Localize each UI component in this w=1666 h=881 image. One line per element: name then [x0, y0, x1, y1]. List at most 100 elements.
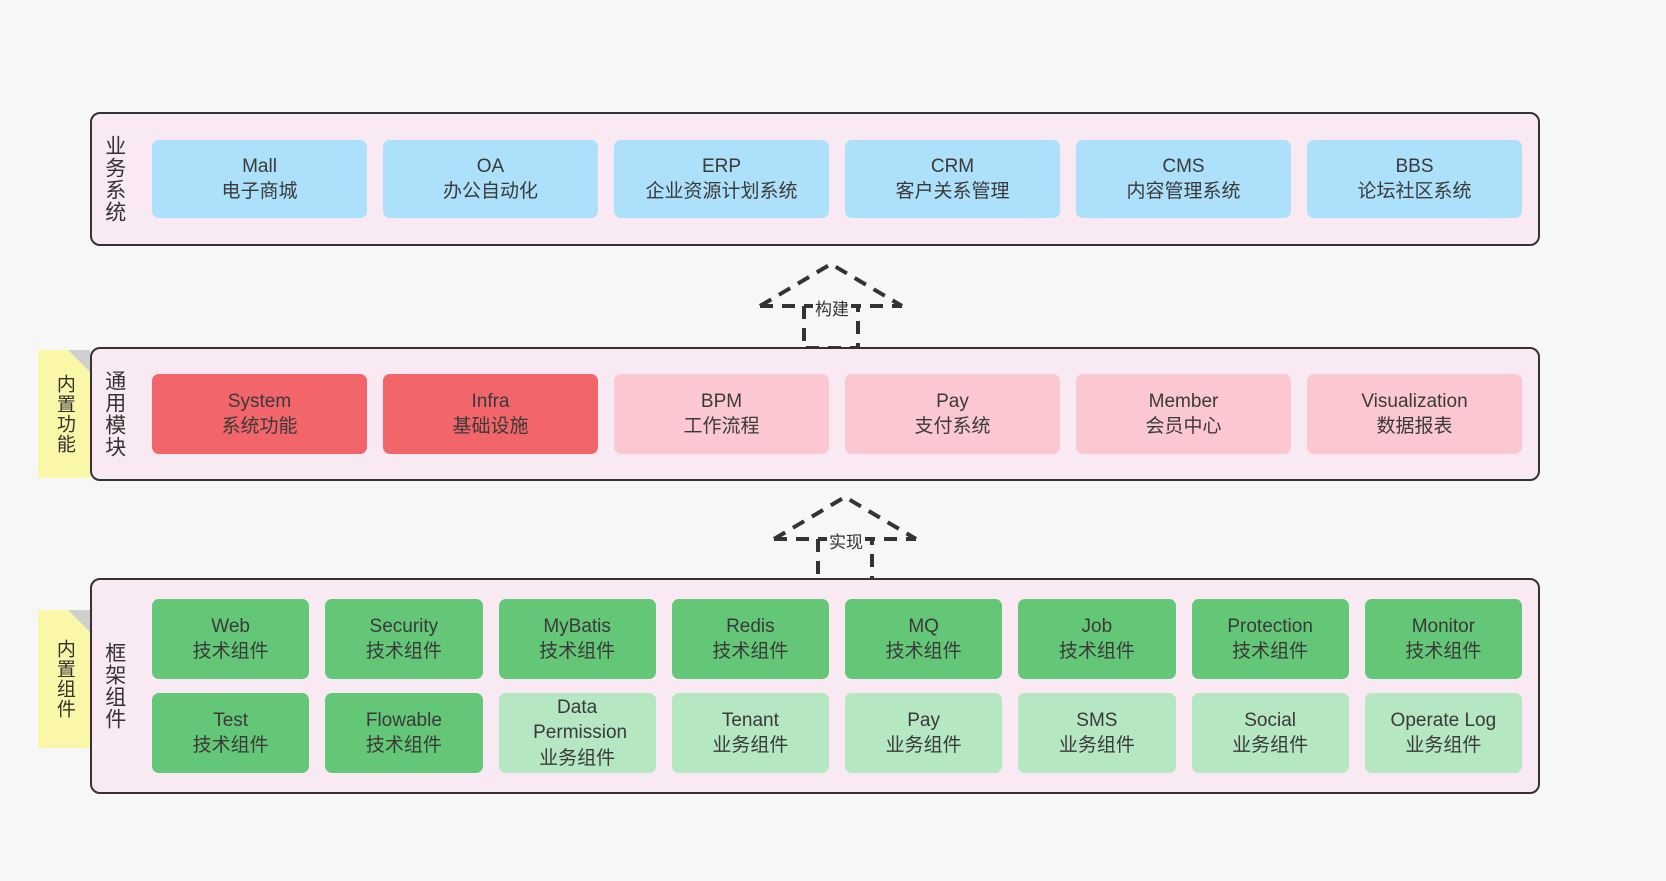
card-pay-component[interactable]: Pay 业务组件 — [845, 693, 1003, 773]
card-erp[interactable]: ERP 企业资源计划系统 — [614, 140, 829, 218]
card-sms-en: SMS — [1076, 709, 1118, 731]
card-social-en: Social — [1244, 709, 1296, 731]
note-builtin-features: 内置功能 — [38, 350, 90, 478]
card-mybatis-en: MyBatis — [543, 615, 611, 637]
card-system-cn: 系统功能 — [221, 416, 298, 437]
card-bbs[interactable]: BBS 论坛社区系统 — [1307, 140, 1522, 218]
card-visualization-en: Visualization — [1361, 390, 1468, 412]
card-web-cn: 技术组件 — [192, 641, 269, 662]
card-bpm-cn: 工作流程 — [683, 416, 760, 437]
card-redis-cn: 技术组件 — [712, 641, 789, 662]
card-visualization-cn: 数据报表 — [1376, 416, 1453, 437]
layer-common-modules: 通用模块 System 系统功能 Infra 基础设施 BPM 工作流程 Pay… — [90, 347, 1540, 481]
card-tenant[interactable]: Tenant 业务组件 — [671, 693, 829, 773]
layer-title-common-modules: 通用模块 — [102, 370, 126, 458]
card-data-permission-cn: 业务组件 — [539, 747, 616, 769]
card-member-en: Member — [1148, 390, 1219, 412]
card-system-en: System — [227, 390, 292, 412]
card-flowable-en: Flowable — [365, 709, 442, 731]
card-job-en: Job — [1081, 615, 1113, 637]
card-web[interactable]: Web 技术组件 — [152, 599, 310, 679]
card-test-cn: 技术组件 — [192, 735, 269, 756]
card-monitor-cn: 技术组件 — [1405, 641, 1482, 662]
card-sms-cn: 业务组件 — [1058, 735, 1135, 756]
card-visualization[interactable]: Visualization 数据报表 — [1307, 374, 1522, 454]
card-social[interactable]: Social 业务组件 — [1191, 693, 1349, 773]
card-security-cn: 技术组件 — [365, 641, 442, 662]
note-builtin-components: 内置组件 — [38, 610, 90, 748]
card-cms-en: CMS — [1162, 155, 1205, 177]
card-bbs-en: BBS — [1395, 155, 1434, 177]
layer-title-framework-components: 框架组件 — [102, 642, 126, 730]
card-pay-module[interactable]: Pay 支付系统 — [845, 374, 1060, 454]
card-protection-en: Protection — [1227, 615, 1313, 637]
card-bpm[interactable]: BPM 工作流程 — [614, 374, 829, 454]
card-mq[interactable]: MQ 技术组件 — [845, 599, 1003, 679]
framework-row-business: Test 技术组件 Flowable 技术组件 Data Permission … — [152, 693, 1522, 773]
card-test[interactable]: Test 技术组件 — [152, 693, 310, 773]
connector-implement-label: 实现 — [827, 527, 865, 554]
card-tenant-cn: 业务组件 — [712, 735, 789, 756]
card-monitor[interactable]: Monitor 技术组件 — [1364, 599, 1522, 679]
card-mall-cn: 电子商城 — [221, 181, 298, 202]
card-mq-cn: 技术组件 — [885, 641, 962, 662]
layer-body-common-modules: System 系统功能 Infra 基础设施 BPM 工作流程 Pay 支付系统… — [136, 349, 1538, 479]
card-pay-component-cn: 业务组件 — [885, 735, 962, 756]
card-member[interactable]: Member 会员中心 — [1076, 374, 1291, 454]
card-mq-en: MQ — [908, 615, 939, 637]
card-data-permission-en: Data Permission — [533, 696, 628, 744]
card-system[interactable]: System 系统功能 — [152, 374, 367, 454]
layer-body-framework-components: Web 技术组件 Security 技术组件 MyBatis 技术组件 Redi… — [136, 580, 1538, 792]
card-pay-module-en: Pay — [936, 390, 969, 412]
card-operate-log-en: Operate Log — [1390, 709, 1497, 731]
card-security-en: Security — [369, 615, 439, 637]
note-fold-corner-icon — [68, 350, 90, 372]
card-operate-log[interactable]: Operate Log 业务组件 — [1364, 693, 1522, 773]
card-erp-en: ERP — [701, 155, 742, 177]
card-flowable[interactable]: Flowable 技术组件 — [325, 693, 483, 773]
card-cms[interactable]: CMS 内容管理系统 — [1076, 140, 1291, 218]
card-monitor-en: Monitor — [1411, 615, 1476, 637]
card-web-en: Web — [211, 615, 250, 637]
card-crm[interactable]: CRM 客户关系管理 — [845, 140, 1060, 218]
layer-body-business-systems: Mall 电子商城 OA 办公自动化 ERP 企业资源计划系统 CRM 客户关系… — [136, 114, 1538, 244]
card-crm-en: CRM — [930, 155, 975, 177]
card-mybatis[interactable]: MyBatis 技术组件 — [498, 599, 656, 679]
note-fold-corner-icon — [68, 610, 90, 632]
card-data-permission[interactable]: Data Permission 业务组件 — [498, 693, 656, 773]
card-sms[interactable]: SMS 业务组件 — [1018, 693, 1176, 773]
card-cms-cn: 内容管理系统 — [1126, 181, 1241, 202]
layer-title-business-systems: 业务系统 — [102, 135, 126, 223]
card-mall-en: Mall — [242, 155, 277, 177]
card-erp-cn: 企业资源计划系统 — [645, 181, 798, 202]
card-member-cn: 会员中心 — [1145, 416, 1222, 437]
card-social-cn: 业务组件 — [1232, 735, 1309, 756]
card-redis[interactable]: Redis 技术组件 — [671, 599, 829, 679]
card-redis-en: Redis — [726, 615, 775, 637]
card-infra-en: Infra — [471, 390, 510, 412]
card-tenant-en: Tenant — [721, 709, 779, 731]
card-job[interactable]: Job 技术组件 — [1018, 599, 1176, 679]
connector-build-label: 构建 — [813, 294, 851, 321]
card-oa[interactable]: OA 办公自动化 — [383, 140, 598, 218]
card-infra-cn: 基础设施 — [452, 416, 529, 437]
layer-business-systems: 业务系统 Mall 电子商城 OA 办公自动化 ERP 企业资源计划系统 CRM… — [90, 112, 1540, 246]
card-infra[interactable]: Infra 基础设施 — [383, 374, 598, 454]
card-pay-component-en: Pay — [907, 709, 940, 731]
connector-implement: 实现 — [770, 491, 920, 583]
card-job-cn: 技术组件 — [1058, 641, 1135, 662]
card-flowable-cn: 技术组件 — [365, 735, 442, 756]
card-security[interactable]: Security 技术组件 — [325, 599, 483, 679]
card-operate-log-cn: 业务组件 — [1405, 735, 1482, 756]
card-protection[interactable]: Protection 技术组件 — [1191, 599, 1349, 679]
framework-row-technical: Web 技术组件 Security 技术组件 MyBatis 技术组件 Redi… — [152, 599, 1522, 679]
card-oa-cn: 办公自动化 — [442, 181, 538, 202]
card-test-en: Test — [213, 709, 249, 731]
layer-framework-components: 框架组件 Web 技术组件 Security 技术组件 MyBatis 技术组件… — [90, 578, 1540, 794]
card-pay-module-cn: 支付系统 — [914, 416, 991, 437]
card-mybatis-cn: 技术组件 — [539, 641, 616, 662]
card-oa-en: OA — [476, 155, 505, 177]
card-mall[interactable]: Mall 电子商城 — [152, 140, 367, 218]
note-builtin-components-label: 内置组件 — [53, 639, 75, 719]
